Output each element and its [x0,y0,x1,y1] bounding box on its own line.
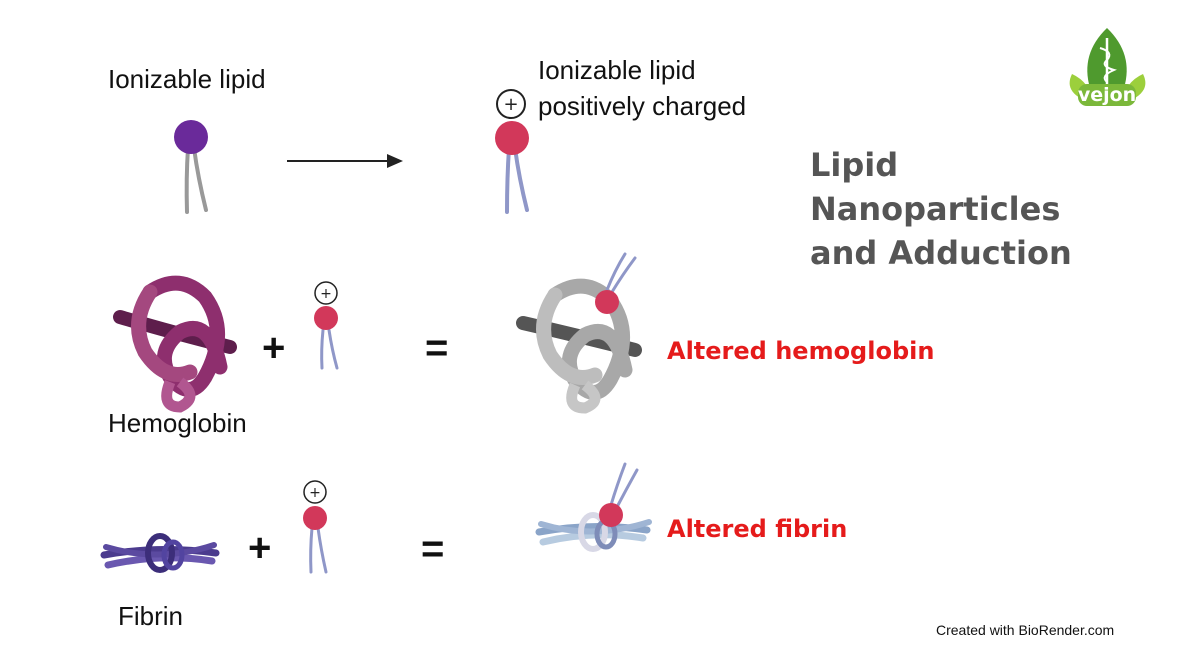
title-line1: Lipid [810,146,899,184]
charged-lipid-icon-3: + [303,480,328,574]
neutral-lipid-icon [174,120,208,214]
fibrin-label: Fibrin [118,601,184,631]
charged-lipid-icon [495,121,529,214]
ionizable-lipid-label: Ionizable lipid [108,64,266,94]
plus-operator-2: + [248,526,272,570]
title-line2: Nanoparticles [810,190,1061,228]
altered-fibrin-icon [535,462,652,552]
vejon-logo: vejon [1069,28,1146,106]
altered-fibrin-label: Altered fibrin [667,515,848,543]
title-line3: and Adduction [810,234,1072,272]
charge-symbol-2: + [320,286,332,302]
hemoglobin-icon [113,275,237,413]
charged-lipid-label-line2: positively charged [538,91,747,121]
credit-text: Created with BioRender.com [936,622,1115,638]
fibrin-icon [100,533,220,573]
charged-lipid-label-line1: Ionizable lipid [538,55,696,85]
charge-symbol: + [503,94,518,115]
charge-symbol-3: + [309,485,321,501]
positive-charge-icon: + [496,89,526,119]
charged-lipid-label: Ionizable lipid positively charged [538,52,746,124]
altered-hemoglobin-icon [516,252,642,414]
logo-text: vejon [1078,84,1136,106]
charged-lipid-icon-2: + [314,281,339,370]
diagram-title: Lipid Nanoparticles and Adduction [810,143,1072,275]
hemoglobin-label: Hemoglobin [108,408,247,438]
arrow-right-icon [287,154,403,168]
plus-operator-1: + [262,326,286,370]
equals-operator-1: = [425,326,449,370]
equals-operator-2: = [421,527,445,571]
altered-hemoglobin-label: Altered hemoglobin [667,337,935,365]
